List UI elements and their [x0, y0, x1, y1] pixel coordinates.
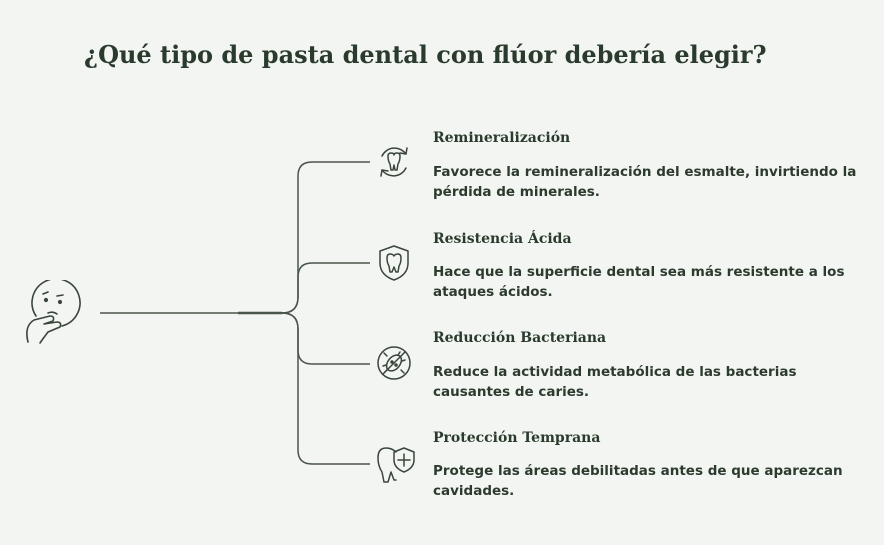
tooth-plus-shield-icon: [377, 447, 415, 483]
item-title-remineralizacion: Remineralización: [433, 130, 571, 146]
item-title-reduccion-bacteriana: Reducción Bacteriana: [433, 330, 607, 346]
branch-line-4: [281, 312, 370, 465]
branch-line-1: [281, 161, 370, 314]
diagram-title: ¿Qué tipo de pasta dental con flúor debe…: [84, 40, 767, 69]
branch-line-2: [281, 262, 370, 314]
item-desc-resistencia-acida: Hace que la superficie dental sea más re…: [433, 264, 845, 300]
item-title-proteccion-temprana: Protección Temprana: [433, 430, 601, 446]
bacteria-crossed-icon: [377, 346, 411, 380]
tooth-cycle-icon: [380, 147, 408, 177]
thinking-face-icon: [26, 280, 81, 344]
item-desc-remineralizacion: Favorece la remineralización del esmalte…: [433, 164, 857, 200]
tooth-shield-icon: [379, 245, 409, 281]
item-title-resistencia-acida: Resistencia Ácida: [433, 231, 572, 247]
item-desc-proteccion-temprana: Protege las áreas debilitadas antes de q…: [433, 463, 843, 499]
branch-line-3: [281, 312, 370, 365]
item-desc-reduccion-bacteriana: Reduce la actividad metabólica de las ba…: [433, 364, 797, 400]
